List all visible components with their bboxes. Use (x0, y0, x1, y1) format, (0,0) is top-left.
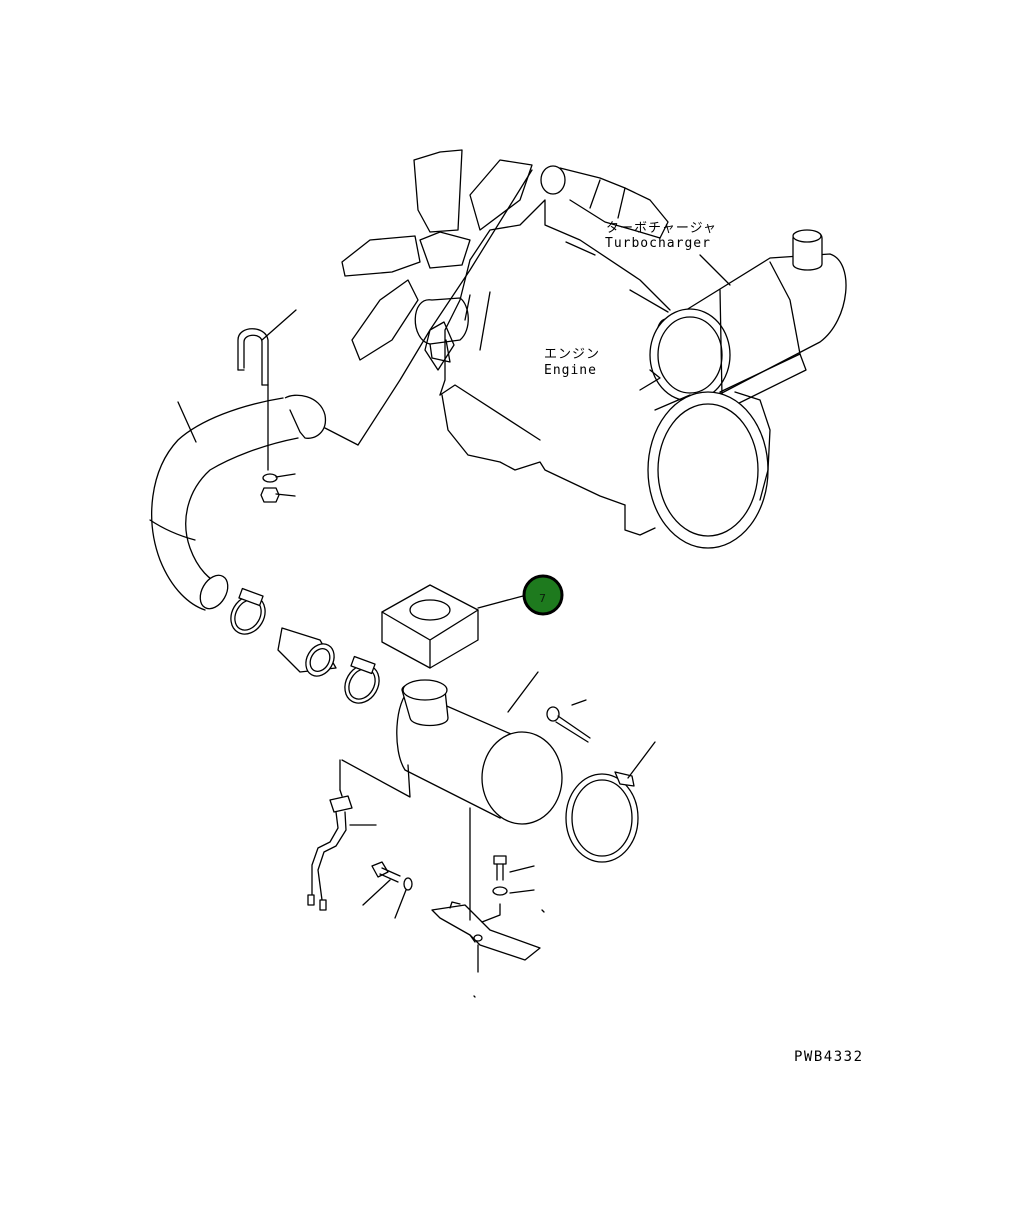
engine-label-jp: エンジン (544, 347, 600, 362)
band-clamp (565, 771, 639, 863)
engine-elbow (284, 394, 327, 439)
intake-hose (149, 397, 299, 611)
drawing-code: PWB4332 (794, 1049, 864, 1065)
callout-part-7[interactable]: 7 (522, 574, 564, 616)
part-7-block (381, 584, 524, 669)
clamp-bolt (546, 706, 591, 743)
callout-number: 7 (539, 592, 546, 605)
engine-block (414, 199, 771, 549)
callout-circle (522, 574, 564, 616)
mount-bolt-left (371, 861, 413, 891)
air-cleaner-lower (396, 679, 563, 825)
turbo-intake-pipe (540, 165, 669, 239)
mount-bracket (431, 901, 541, 961)
turbocharger-label-en: Turbocharger (605, 236, 711, 251)
sensor-wiring (307, 789, 353, 911)
u-bolt-assembly (237, 328, 280, 503)
fan (341, 149, 533, 371)
rubber-connector (277, 627, 337, 677)
turbocharger-label-jp: ターボチャージャ (606, 221, 717, 236)
engine-label-en: Engine (544, 363, 597, 378)
hose-clamp-1 (230, 587, 266, 635)
mount-bolt-right (492, 855, 508, 896)
air-cleaner-upper (649, 229, 847, 411)
leader-lines (177, 169, 731, 998)
hose-clamp-2 (344, 655, 380, 704)
